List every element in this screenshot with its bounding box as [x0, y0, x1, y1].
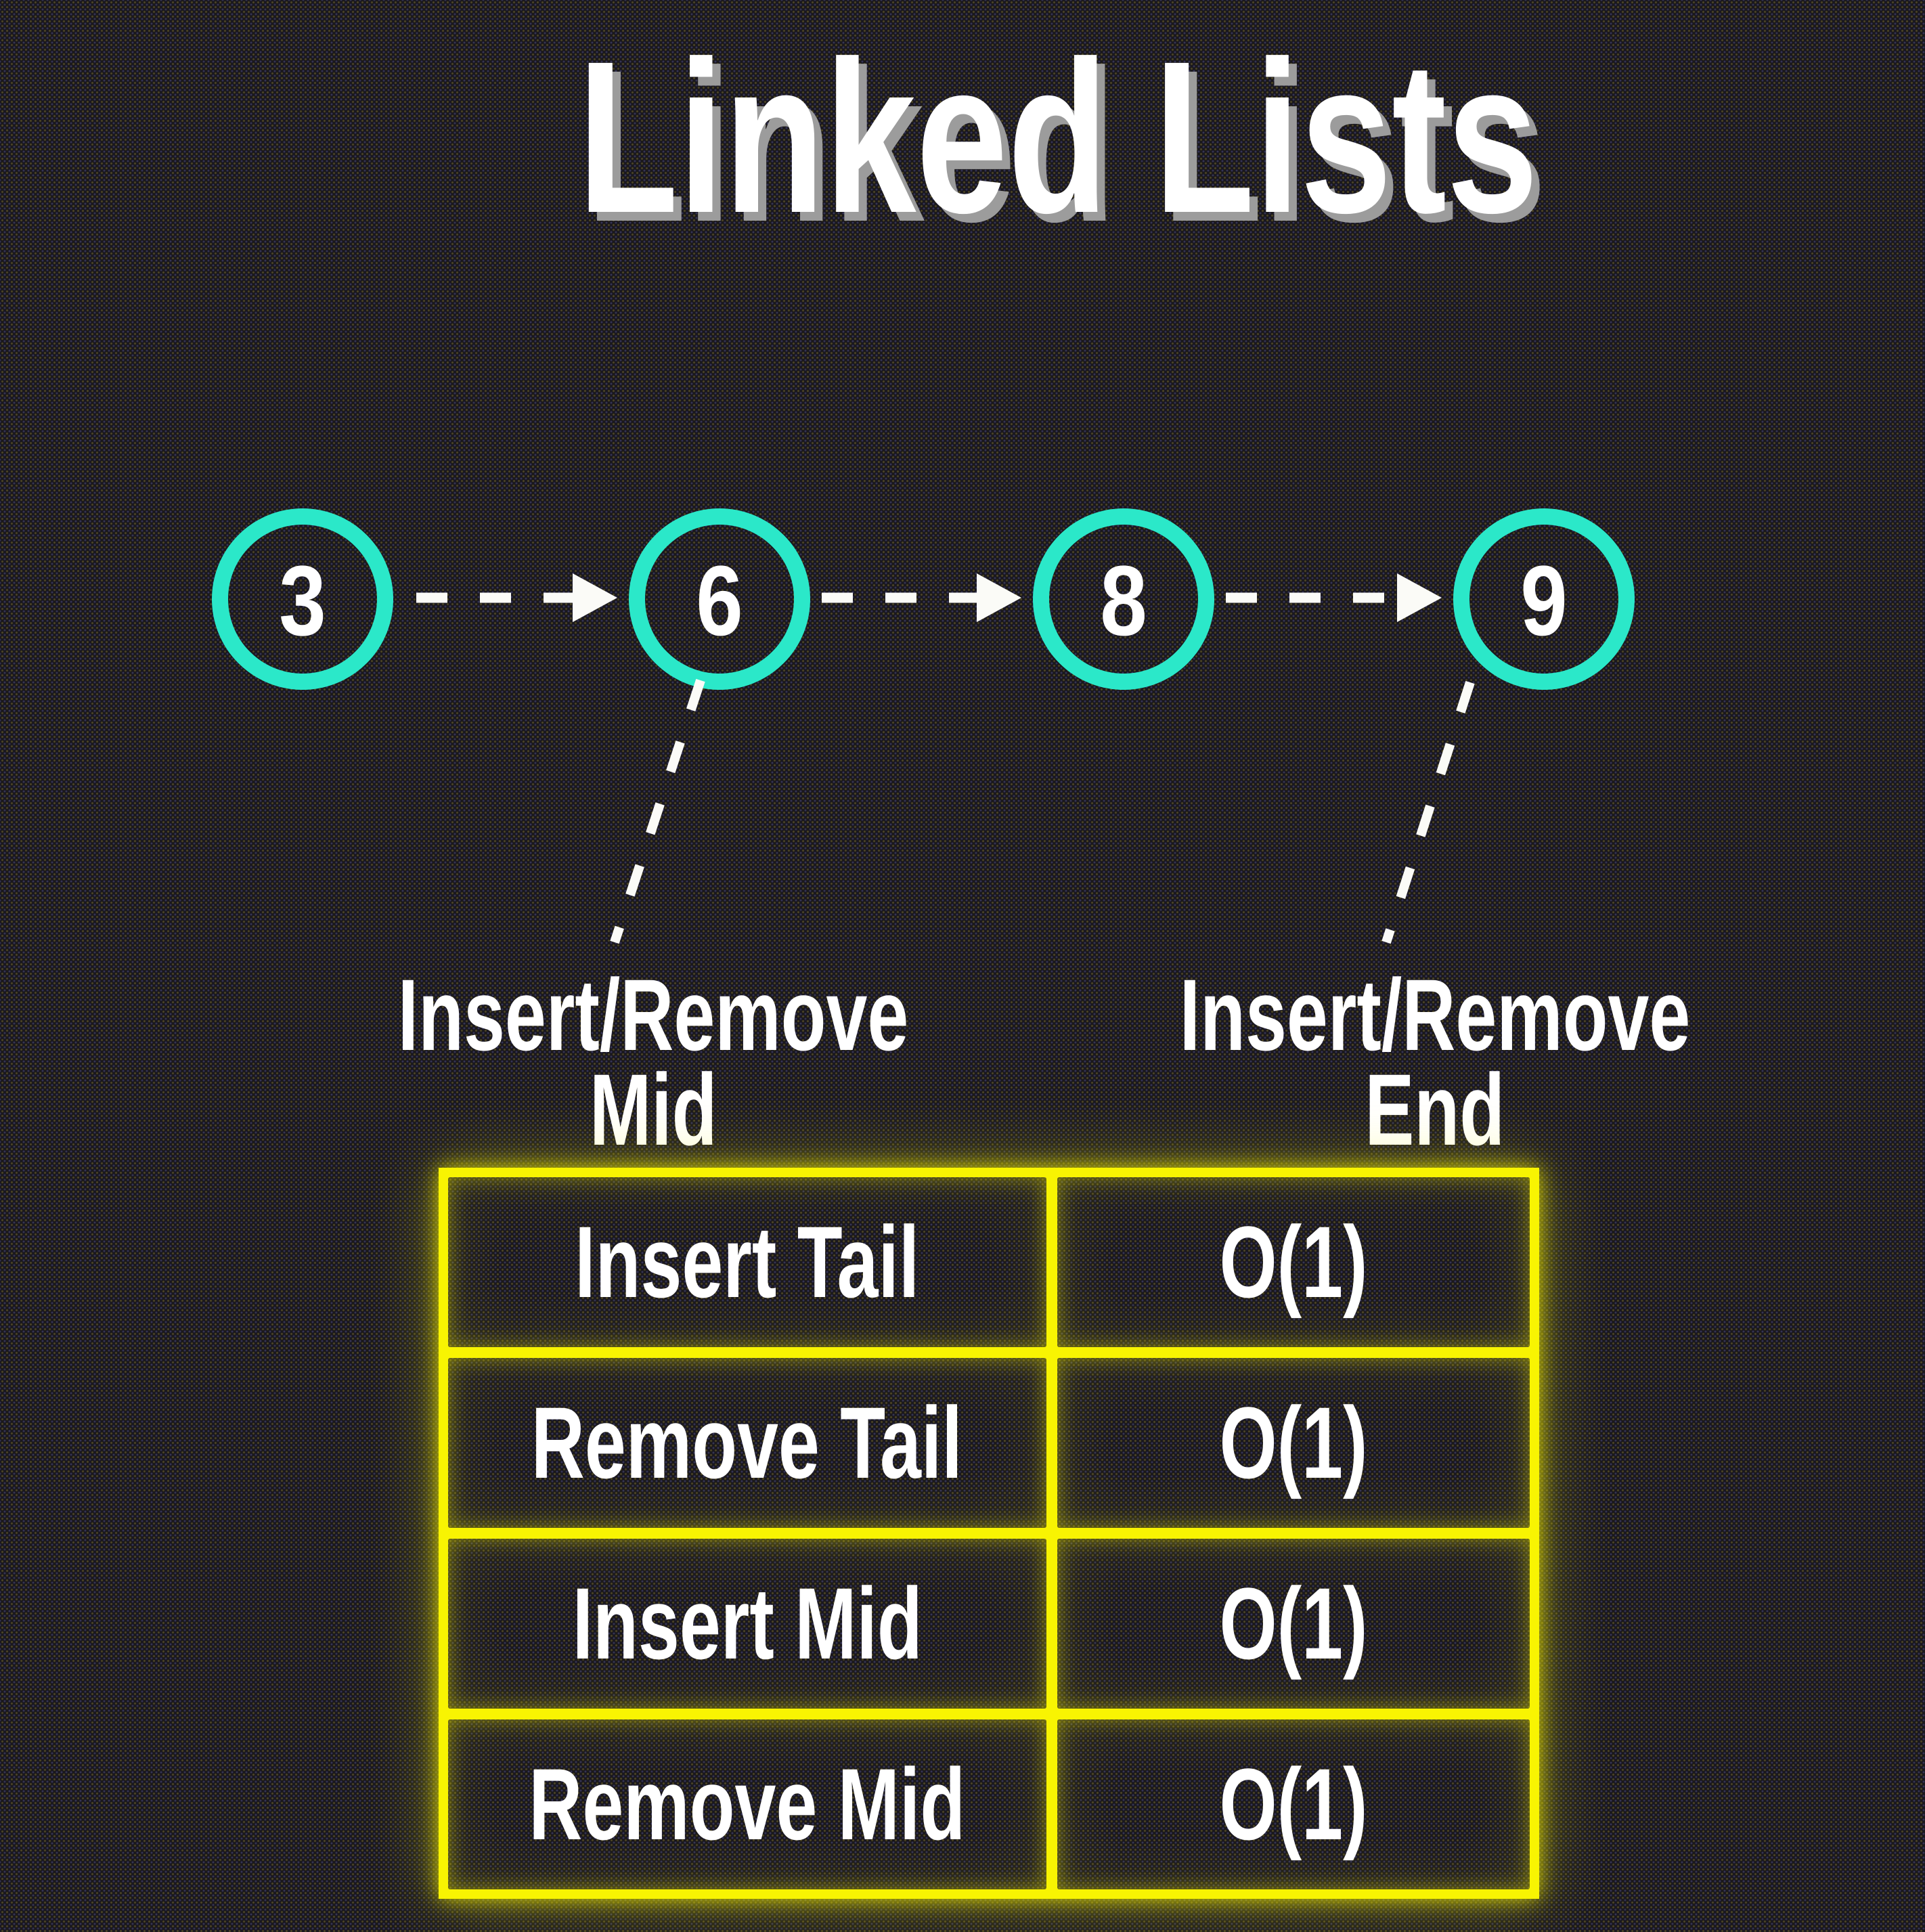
- node-circle-3: [1033, 508, 1214, 690]
- complexity-value: O(1): [1219, 1205, 1368, 1319]
- annotation-mid-line1: Insert/Remove: [397, 958, 909, 1072]
- operation-cell: Remove Mid: [448, 1719, 1046, 1889]
- complexity-value: O(1): [1219, 1566, 1368, 1680]
- operation-label: Insert Tail: [575, 1205, 920, 1319]
- mid-pointer-dashed-line: [610, 678, 705, 944]
- complexity-table: Insert Tail O(1) Remove Tail O(1) Insert…: [439, 1168, 1539, 1899]
- annotation-end-line1: Insert/Remove: [1179, 958, 1691, 1072]
- node-value-2: 6: [696, 545, 743, 656]
- annotation-mid-line2: Mid: [589, 1053, 717, 1166]
- operation-label: Insert Mid: [572, 1566, 923, 1680]
- node-value-1: 3: [279, 545, 326, 656]
- dashed-arrow-icon-3: [1226, 573, 1442, 622]
- page-title-text: Linked Lists: [577, 16, 1539, 258]
- end-pointer-dashed-line: [1381, 680, 1475, 944]
- operation-cell: Insert Tail: [448, 1177, 1046, 1347]
- annotation-mid-label: Insert/Remove Mid: [303, 958, 1003, 1166]
- node-value-3: 8: [1100, 545, 1147, 656]
- node-value-4: 9: [1520, 545, 1567, 656]
- dashed-arrow-icon-2: [822, 573, 1021, 622]
- operation-cell: Insert Mid: [448, 1539, 1046, 1709]
- node-circle-4: [1453, 508, 1635, 690]
- complexity-value: O(1): [1219, 1386, 1368, 1499]
- node-circle-2: [629, 508, 810, 690]
- complexity-cell: O(1): [1057, 1177, 1530, 1347]
- page-title: Linked Lists: [426, 28, 1689, 245]
- complexity-cell: O(1): [1057, 1539, 1530, 1709]
- operation-cell: Remove Tail: [448, 1358, 1046, 1528]
- dashed-arrow-icon-1: [416, 573, 617, 622]
- operation-label: Remove Tail: [531, 1386, 963, 1499]
- complexity-cell: O(1): [1057, 1719, 1530, 1889]
- annotation-end-line2: End: [1365, 1053, 1505, 1166]
- complexity-value: O(1): [1219, 1747, 1368, 1861]
- operation-label: Remove Mid: [529, 1747, 966, 1861]
- node-circle-1: [212, 508, 393, 690]
- complexity-cell: O(1): [1057, 1358, 1530, 1528]
- annotation-end-label: Insert/Remove End: [1085, 958, 1785, 1166]
